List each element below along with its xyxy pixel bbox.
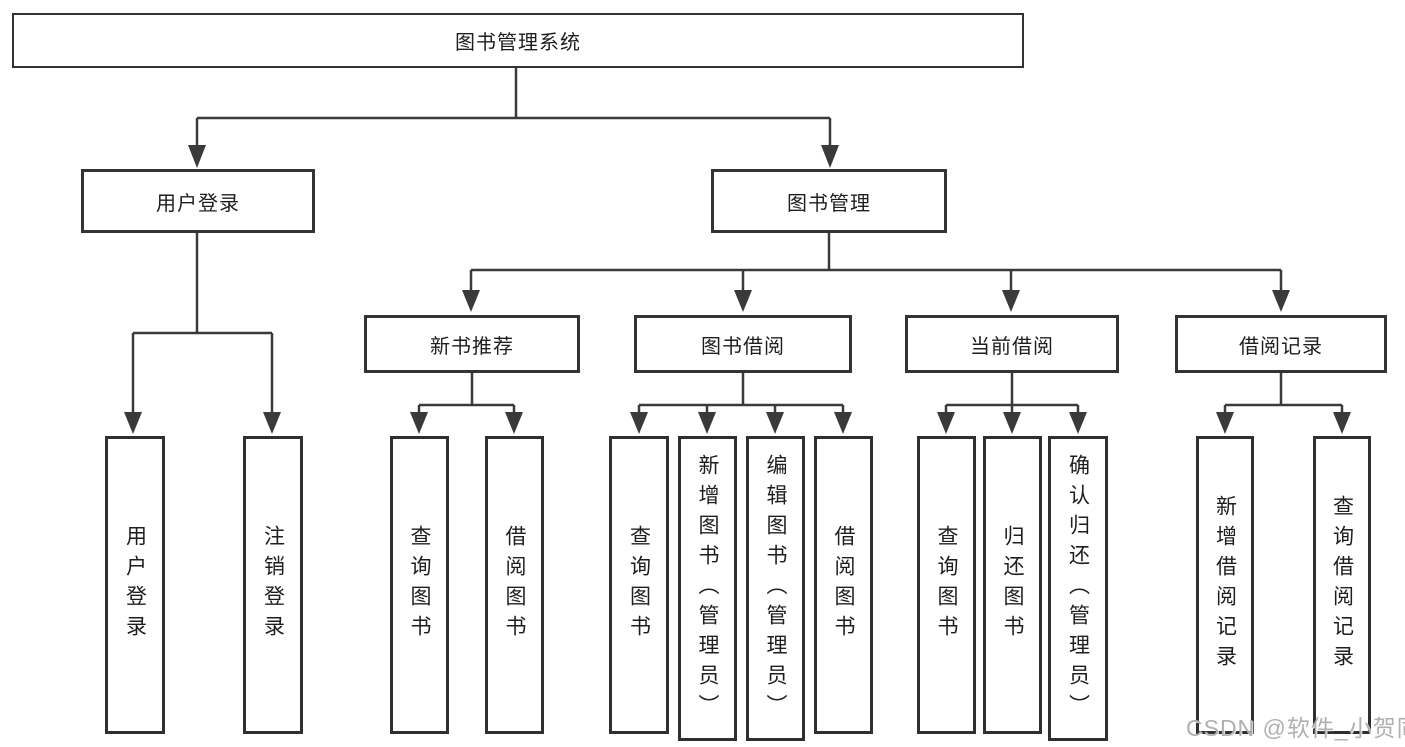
leaf-query-books-borrow: 查询图书	[609, 436, 669, 734]
leaf-logout-label: 注销登录	[261, 525, 285, 645]
leaf-return-books: 归还图书	[983, 436, 1042, 734]
node-root-label: 图书管理系统	[455, 32, 581, 54]
node-book-borrow: 图书借阅	[634, 315, 852, 373]
leaf-query-books-recommend: 查询图书	[390, 436, 449, 734]
leaf-add-book-admin-label: 新增图书（管理员）	[696, 453, 719, 724]
leaf-edit-book-admin: 编辑图书（管理员）	[746, 436, 805, 741]
node-root: 图书管理系统	[12, 13, 1024, 68]
node-book-management: 图书管理	[711, 169, 947, 233]
leaf-query-borrow-record: 查询借阅记录	[1313, 436, 1371, 734]
node-user-login-label: 用户登录	[156, 192, 240, 215]
leaf-query-books-recommend-label: 查询图书	[408, 525, 431, 645]
leaf-add-borrow-record-label: 新增借阅记录	[1213, 495, 1237, 675]
node-borrow-records-label: 借阅记录	[1239, 335, 1323, 358]
leaf-edit-book-admin-label: 编辑图书（管理员）	[764, 453, 787, 724]
leaf-query-books-borrow-label: 查询图书	[627, 525, 651, 645]
leaf-borrow-books-recommend: 借阅图书	[485, 436, 544, 734]
node-borrow-records: 借阅记录	[1175, 315, 1387, 373]
leaf-user-login: 用户登录	[105, 436, 165, 734]
leaf-logout: 注销登录	[243, 436, 303, 734]
node-book-borrow-label: 图书借阅	[701, 335, 785, 358]
leaf-add-borrow-record: 新增借阅记录	[1196, 436, 1254, 734]
node-new-book-recommend: 新书推荐	[364, 315, 580, 373]
node-current-borrow-label: 当前借阅	[970, 335, 1054, 358]
leaf-query-books-current: 查询图书	[917, 436, 976, 734]
node-book-management-label: 图书管理	[787, 192, 871, 215]
leaf-confirm-return-admin: 确认归还（管理员）	[1048, 436, 1108, 741]
node-current-borrow: 当前借阅	[905, 315, 1119, 373]
leaf-query-borrow-record-label: 查询借阅记录	[1330, 495, 1354, 675]
leaf-add-book-admin: 新增图书（管理员）	[678, 436, 737, 741]
leaf-borrow-books-borrow: 借阅图书	[814, 436, 873, 734]
leaf-return-books-label: 归还图书	[1001, 525, 1024, 645]
leaf-borrow-books-recommend-label: 借阅图书	[503, 525, 526, 645]
leaf-borrow-books-borrow-label: 借阅图书	[832, 525, 855, 645]
node-new-book-recommend-label: 新书推荐	[430, 335, 514, 358]
leaf-query-books-current-label: 查询图书	[935, 525, 958, 645]
watermark: CSDN @软件_小贺同学	[1186, 715, 1405, 741]
leaf-user-login-label: 用户登录	[123, 525, 147, 645]
node-user-login: 用户登录	[81, 169, 315, 233]
leaf-confirm-return-admin-label: 确认归还（管理员）	[1066, 453, 1090, 724]
